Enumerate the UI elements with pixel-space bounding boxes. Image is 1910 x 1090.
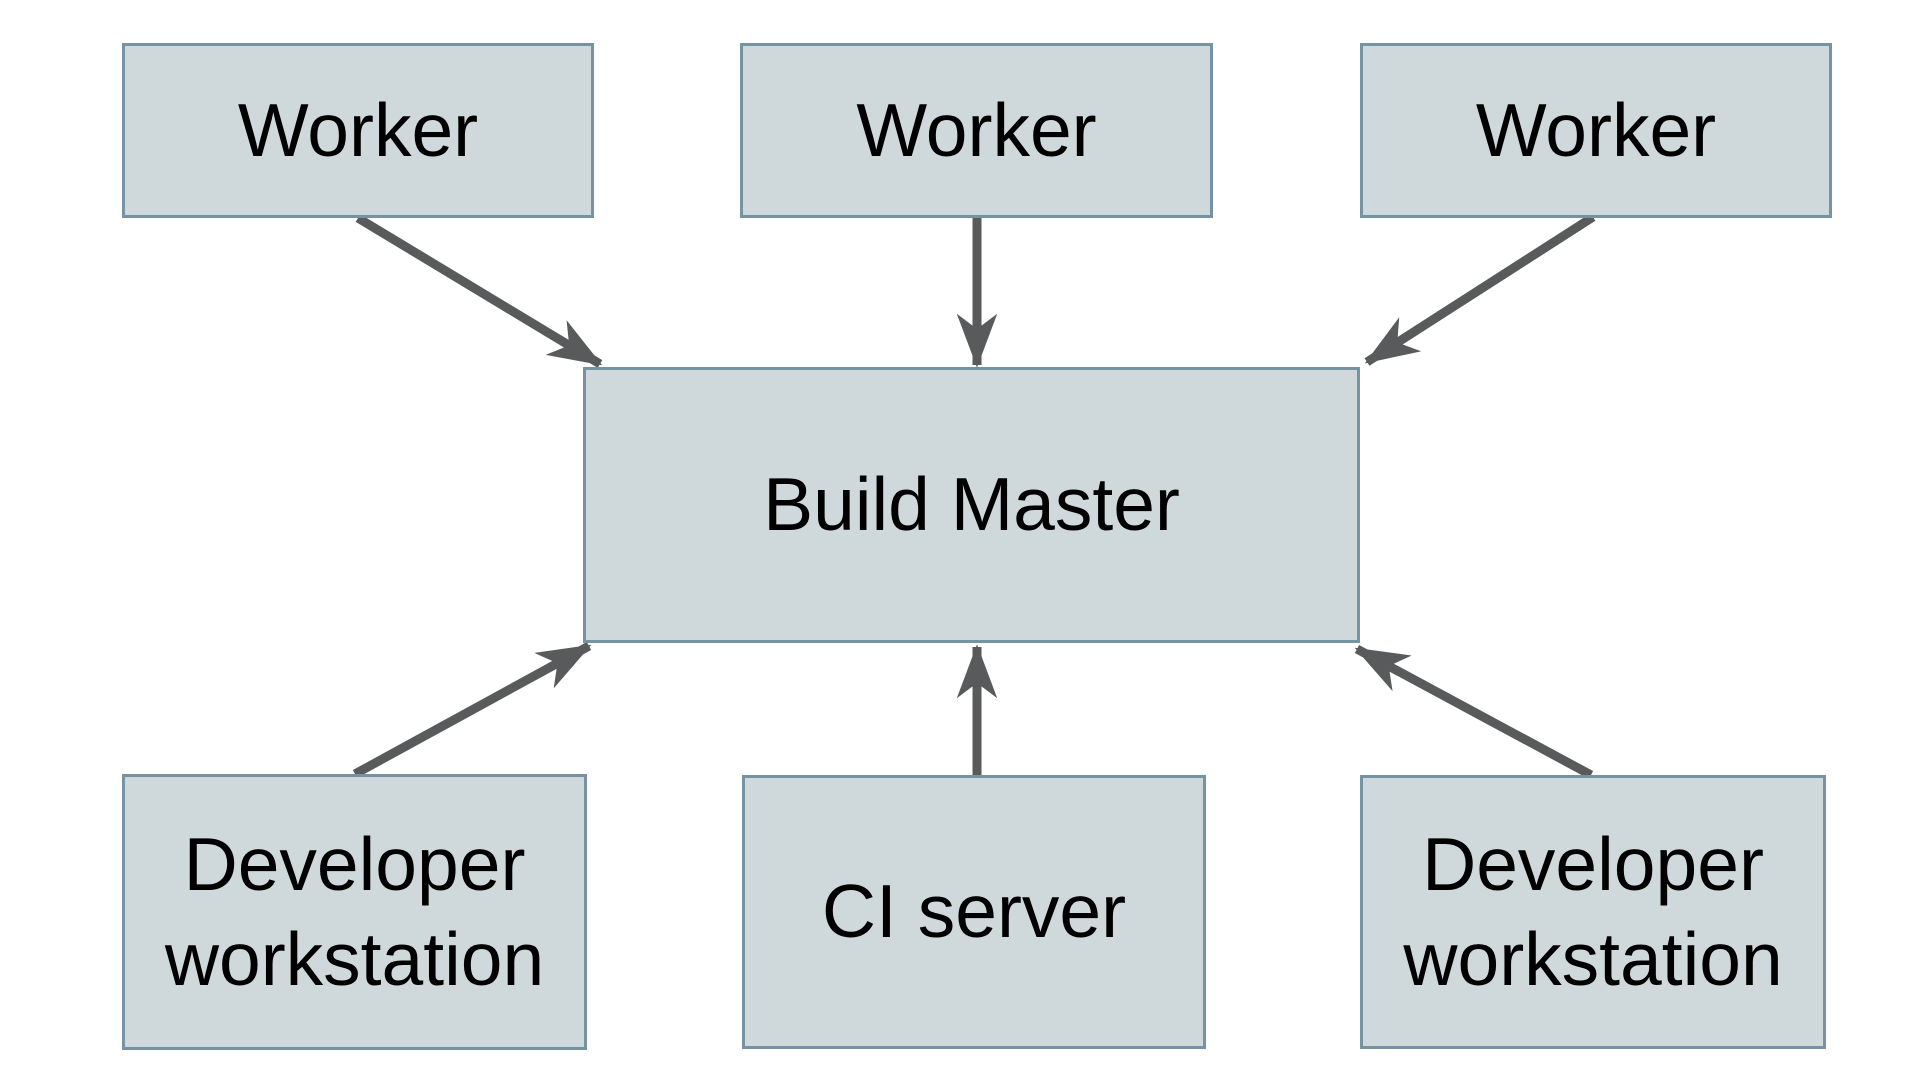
node-worker-2-label: Worker [856, 87, 1097, 172]
arrow-developer-workstation-left-to-build-master [352, 642, 592, 778]
node-worker-3-label: Worker [1475, 87, 1717, 172]
node-ci-server: CI server [742, 775, 1206, 1049]
node-developer-workstation-left: Developer workstation [122, 774, 587, 1050]
node-worker-1: Worker [122, 43, 594, 218]
arrow-developer-workstation-right-to-build-master [1354, 645, 1594, 779]
node-developer-workstation-right-label: Developer workstation [1403, 821, 1783, 1001]
node-build-master: Build Master [583, 367, 1360, 643]
node-worker-3: Worker [1360, 43, 1832, 218]
node-build-master-label: Build Master [763, 462, 1180, 547]
node-worker-2: Worker [740, 43, 1213, 218]
node-developer-workstation-right: Developer workstation [1360, 775, 1826, 1049]
arrow-worker-1-to-build-master [355, 214, 603, 368]
node-developer-workstation-left-label: Developer workstation [164, 821, 545, 1001]
node-ci-server-label: CI server [821, 869, 1127, 954]
arrow-worker-3-to-build-master [1364, 213, 1596, 366]
node-worker-1-label: Worker [237, 87, 479, 172]
